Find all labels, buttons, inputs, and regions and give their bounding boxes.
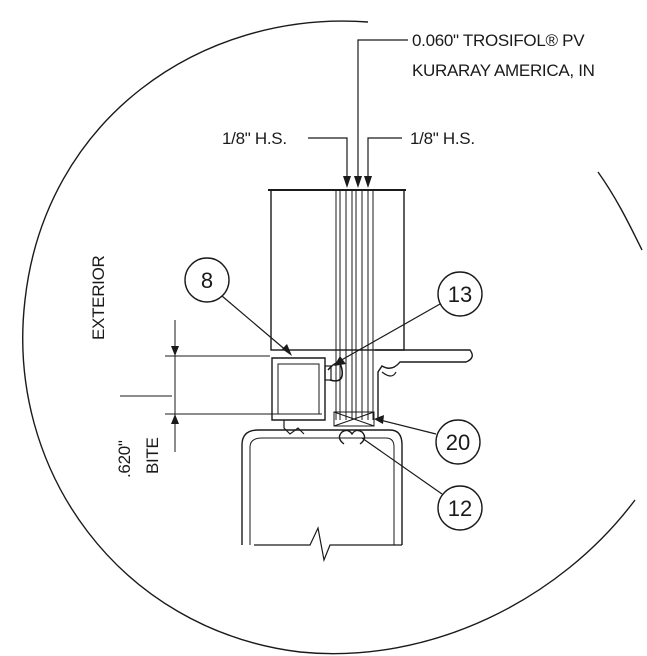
callout-number-12: 12 <box>448 496 472 521</box>
callout-circle-20 <box>435 419 481 465</box>
callout-leader-13 <box>337 303 441 363</box>
gasket-13-base <box>324 365 332 381</box>
hs-left-arrow <box>343 176 351 188</box>
base-track <box>241 429 403 545</box>
callout-circle-12 <box>437 485 483 531</box>
callout-leader-8 <box>221 295 289 353</box>
hs-right-arrow <box>364 176 372 188</box>
mullion-outer-box <box>270 189 405 351</box>
hs-left-leader <box>308 137 348 178</box>
interior-flange <box>375 349 473 420</box>
base-track-inner <box>249 437 395 545</box>
bite-dimension <box>120 320 322 452</box>
exterior-cover-tab <box>283 420 305 435</box>
callout-leader-12 <box>361 437 443 495</box>
callout-circle-13 <box>437 271 483 317</box>
exterior-cover-inner <box>277 363 320 415</box>
gasket-13 <box>327 362 344 382</box>
callout-arrow-13 <box>334 356 346 366</box>
callout-arrow-20 <box>374 415 384 424</box>
hs-right-label: 1/8" H.S. <box>410 129 475 148</box>
callout-number-13: 13 <box>448 282 472 307</box>
callout-arrow-8 <box>282 344 292 356</box>
interlayer-arrow <box>354 176 362 188</box>
callout-circle-8 <box>184 257 230 303</box>
exterior-cover <box>271 357 326 421</box>
exterior-label: EXTERIOR <box>89 255 108 340</box>
bite-arrow-top <box>171 346 179 356</box>
callout-number-20: 20 <box>446 430 470 455</box>
clip-12 <box>338 429 366 445</box>
hs-right-leader <box>367 137 402 178</box>
glass-lites <box>335 190 374 420</box>
interlayer-note-line1: 0.060" TROSIFOL® PV <box>412 31 585 50</box>
interior-flange-hook <box>381 371 397 377</box>
callout-leader-20 <box>379 419 437 435</box>
detail-circle-arc-right <box>597 171 643 251</box>
callout-number-8: 8 <box>201 268 213 293</box>
interlayer-leader <box>357 39 408 178</box>
hs-left-label: 1/8" H.S. <box>222 129 287 148</box>
break-line <box>254 526 402 563</box>
bite-arrow-bottom <box>171 414 179 424</box>
detail-circle-arc-left <box>22 20 636 655</box>
bite-label: BITE <box>143 437 162 474</box>
bite-value-label: .620" <box>115 440 134 478</box>
interlayer-note-line2: KURARAY AMERICA, IN <box>412 61 595 80</box>
